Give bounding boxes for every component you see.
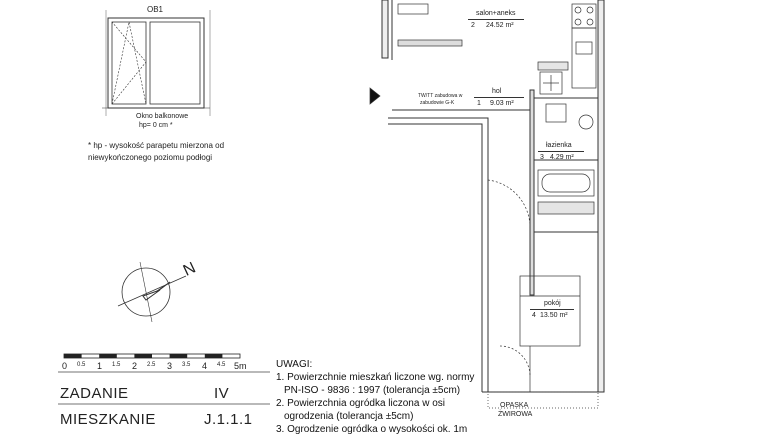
scale-label: 2.5: [147, 362, 156, 368]
room-area: 9.03 m²: [490, 100, 514, 107]
gravel-label-line1: OPASKA: [500, 402, 529, 409]
notes-line: 2. Powierzchnia ogródka liczona w osi: [276, 398, 445, 409]
window-elevation: [102, 10, 211, 116]
apartment-walls: [381, 0, 605, 393]
twitt-note-line2: zabudowie G-K: [420, 100, 455, 106]
window-caption-line1: Okno balkonowe: [136, 113, 189, 120]
room-area: 4.29 m²: [550, 154, 574, 161]
compass: [117, 261, 187, 323]
room-divider: [468, 19, 524, 20]
zadanie-value: IV: [214, 385, 230, 402]
notes-title: UWAGI:: [276, 359, 313, 370]
room-divider: [538, 151, 584, 152]
twitt-note-line1: TW/TT zabudowa w: [418, 93, 463, 99]
window-code: OB1: [147, 5, 164, 14]
notes-line: PN-ISO - 9836 : 1997 (tolerancja ±5cm): [284, 385, 461, 396]
room-number: 1: [477, 100, 481, 107]
room-name: łazienka: [546, 142, 572, 149]
scale-label: 4: [202, 361, 208, 371]
scale-label: 4.5: [217, 362, 226, 368]
gravel-label-line2: ŻWIROWA: [498, 411, 533, 418]
info-table-lines: [58, 371, 270, 405]
mieszkanie-value: J.1.1.1: [204, 411, 253, 428]
room-area: 13.50 m²: [540, 312, 568, 319]
footnote-line1: * hp - wysokość parapetu mierzona od: [88, 141, 225, 150]
notes-line: ogrodzenia (tolerancja ±5cm): [284, 411, 414, 422]
scale-label: 2: [132, 361, 138, 371]
notes-line: 1. Powierzchnie mieszkań liczone wg. nor…: [276, 372, 475, 383]
footnote-line2: niewykończonego poziomu podłogi: [88, 153, 213, 162]
room-name: hol: [492, 88, 502, 95]
scale-label: 1.5: [112, 362, 121, 368]
scale-label: 3.5: [182, 362, 191, 368]
scale-label: 3: [167, 361, 173, 371]
fixtures: [369, 3, 599, 409]
room-divider: [474, 97, 524, 98]
scale-label: 5m: [234, 361, 247, 371]
room-number: 3: [540, 154, 544, 161]
room-number: 2: [471, 22, 475, 29]
mieszkanie-label: MIESZKANIE: [60, 411, 156, 428]
notes-line: 3. Ogrodzenie ogródka o wysokości ok. 1m: [276, 424, 468, 435]
room-number: 4: [532, 312, 536, 319]
scale-bar: [63, 353, 241, 359]
scale-label: 1: [97, 361, 103, 371]
room-name: pokój: [544, 300, 561, 307]
room-divider: [530, 309, 574, 310]
scale-label: 0: [62, 361, 68, 371]
window-caption-line2: hp= 0 cm *: [139, 122, 173, 129]
scale-label: 0.5: [77, 362, 86, 368]
room-name: salon+aneks: [476, 10, 516, 17]
zadanie-label: ZADANIE: [60, 385, 129, 402]
room-area: 24.52 m²: [486, 22, 514, 29]
